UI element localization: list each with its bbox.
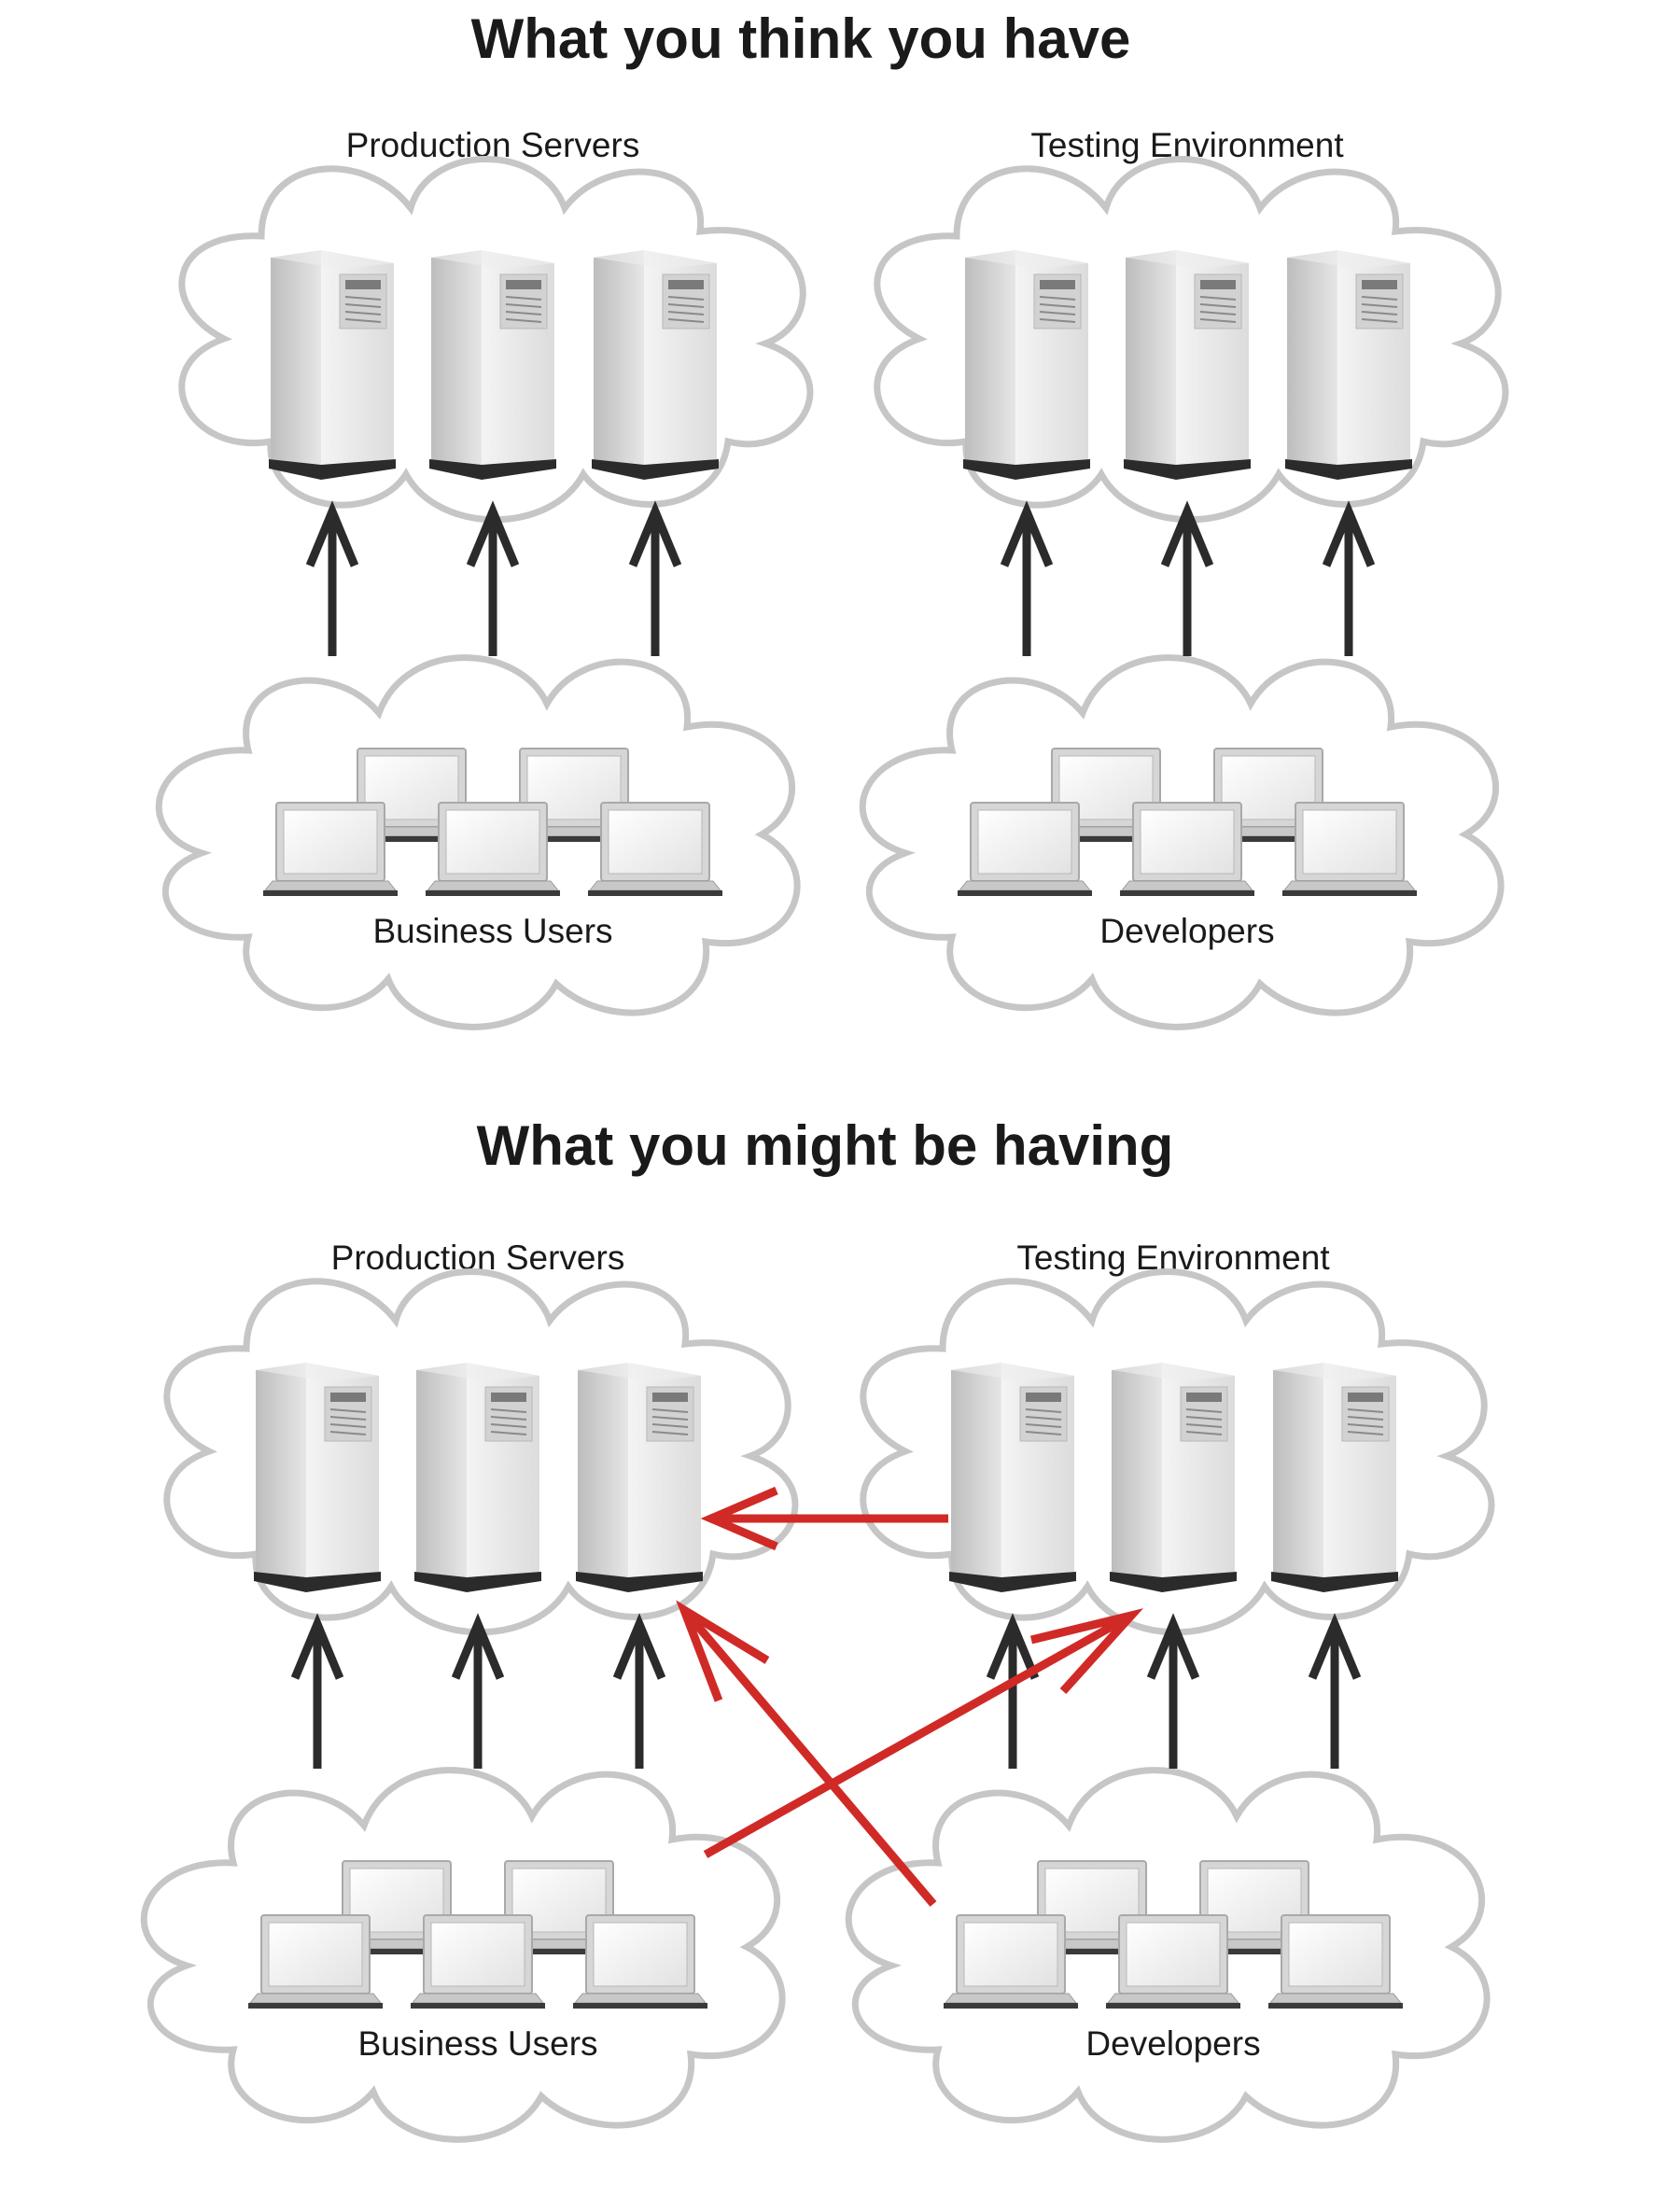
arrow-up-icon: [633, 511, 678, 656]
server-icon: [253, 1362, 382, 1593]
arrow-up-icon: [310, 511, 355, 656]
arrow-up-icon: [1165, 511, 1210, 656]
developers-to-production-arrow-icon: [676, 1600, 937, 1907]
arrow-up-icon: [1312, 1624, 1357, 1769]
bottom-diagram: What you might be having Production Serv…: [144, 1114, 1491, 2139]
top-business-label: Business Users: [372, 912, 612, 950]
testing-to-production-arrow-icon: [700, 1486, 948, 1551]
arrow-up-icon: [1004, 511, 1049, 656]
top-developer-arrows: [1004, 511, 1371, 656]
bottom-business-label: Business Users: [357, 2024, 597, 2063]
bottom-production-servers: [253, 1362, 704, 1593]
server-icon: [591, 249, 720, 481]
arrow-up-icon: [295, 1624, 340, 1769]
server-icon: [948, 1362, 1077, 1593]
server-icon: [1123, 249, 1252, 481]
arrow-up-icon: [1326, 511, 1371, 656]
top-production-servers: [268, 249, 720, 481]
bottom-business-arrows: [295, 1624, 662, 1769]
top-diagram: What you think you have Production Serve…: [159, 7, 1505, 1027]
arrow-up-icon: [617, 1624, 662, 1769]
top-developers-label: Developers: [1099, 912, 1274, 950]
server-icon: [268, 249, 397, 481]
server-icon: [1109, 1362, 1238, 1593]
cross-access-arrows: [676, 1486, 1144, 1907]
server-icon: [1270, 1362, 1399, 1593]
bottom-developer-arrows: [990, 1624, 1357, 1769]
arrow-up-icon: [990, 1624, 1035, 1769]
bottom-testing-servers: [948, 1362, 1399, 1593]
bottom-title: What you might be having: [477, 1114, 1174, 1177]
arrow-up-icon: [1151, 1624, 1196, 1769]
server-icon: [575, 1362, 704, 1593]
server-icon: [428, 249, 557, 481]
bottom-developers-label: Developers: [1085, 2024, 1260, 2063]
top-business-arrows: [310, 511, 678, 656]
server-icon: [962, 249, 1091, 481]
server-icon: [1284, 249, 1413, 481]
top-testing-servers: [962, 249, 1413, 481]
arrow-up-icon: [455, 1624, 500, 1769]
top-title: What you think you have: [471, 7, 1131, 70]
business-to-testing-arrow-icon: [703, 1608, 1144, 1858]
server-icon: [413, 1362, 542, 1593]
arrow-up-icon: [470, 511, 515, 656]
